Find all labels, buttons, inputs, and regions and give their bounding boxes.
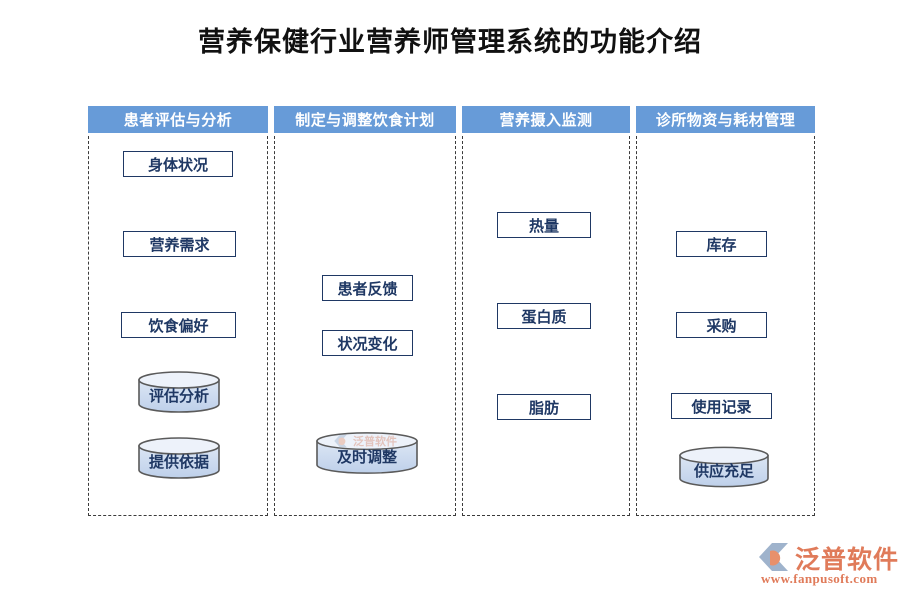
column-body-1: 身体状况 营养需求 饮食偏好 评估分析 [88,136,268,516]
brand-name: 泛普软件 [795,546,900,574]
column-body-3: 热量 蛋白质 脂肪 [462,136,630,516]
node-label: 提供依据 [148,455,209,471]
node-cylinder[interactable]: 评估分析 [137,370,221,414]
cylinder-icon [138,437,220,479]
node-label: 评估分析 [148,389,209,405]
node-cylinder[interactable]: 提供依据 [137,436,221,480]
cylinder-icon [316,432,418,474]
column-body-4: 库存 采购 使用记录 供应充足 [636,136,815,516]
column-header-3: 营养摄入监测 [462,106,630,133]
node-label: 供应充足 [693,464,754,480]
page-title: 营养保健行业营养师管理系统的功能介绍 [198,27,702,57]
node-box[interactable]: 蛋白质 [497,303,591,329]
brand-url: www.fanpusoft.com [761,571,878,586]
column-patient-assessment: 患者评估与分析 身体状况 营养需求 饮食偏好 [88,106,268,516]
node-box[interactable]: 热量 [497,212,591,238]
node-box[interactable]: 使用记录 [671,393,772,419]
node-cylinder[interactable]: 供应充足 [678,445,770,489]
cylinder-icon [138,371,220,413]
column-header-4: 诊所物资与耗材管理 [636,106,815,133]
node-box[interactable]: 状况变化 [322,330,413,356]
column-diet-plan: 制定与调整饮食计划 患者反馈 状况变化 泛普软件 [274,106,456,516]
node-box[interactable]: 饮食偏好 [121,312,236,338]
column-header-2: 制定与调整饮食计划 [274,106,456,133]
node-box[interactable]: 营养需求 [123,231,236,257]
column-header-1: 患者评估与分析 [88,106,268,133]
swimlane-diagram: 患者评估与分析 身体状况 营养需求 饮食偏好 [88,106,815,516]
column-body-2: 患者反馈 状况变化 泛普软件 及时调整 [274,136,456,516]
node-box[interactable]: 采购 [676,312,767,338]
node-box[interactable]: 患者反馈 [322,275,413,301]
node-cylinder[interactable]: 泛普软件 及时调整 [315,431,419,475]
column-nutrition-monitoring: 营养摄入监测 热量 蛋白质 脂肪 [462,106,630,516]
node-box[interactable]: 身体状况 [123,151,233,177]
column-clinic-supplies: 诊所物资与耗材管理 库存 采购 使用记录 供应充足 [636,106,815,516]
brand-mark-icon [759,543,788,571]
cylinder-icon [679,446,769,488]
node-box[interactable]: 脂肪 [497,394,591,420]
node-box[interactable]: 库存 [676,231,767,257]
node-label: 及时调整 [336,450,397,466]
brand-logo: 泛普软件 www.fanpusoft.com [757,540,898,588]
